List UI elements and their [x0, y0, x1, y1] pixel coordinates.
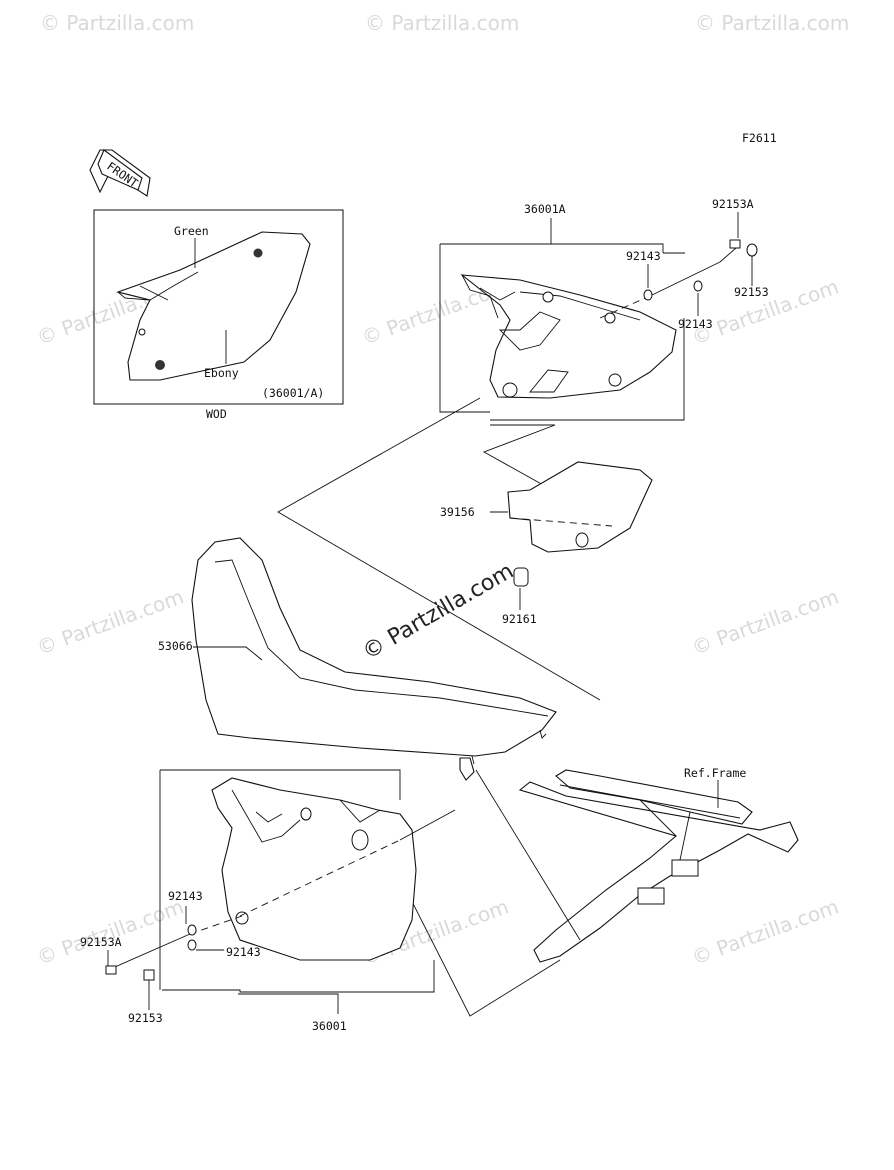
inset-color-bottom: Ebony — [204, 366, 239, 380]
inset-title: WOD — [206, 407, 227, 421]
figure-code: F2611 — [742, 131, 777, 145]
callout-39156: 39156 — [440, 505, 475, 519]
callout-53066: 53066 — [158, 639, 193, 653]
callout-92153-top: 92153 — [734, 285, 769, 299]
center-watermark: © Partzilla.com — [359, 559, 519, 666]
callout-92153-bot: 92153 — [128, 1011, 163, 1025]
callout-92161: 92161 — [502, 612, 537, 626]
callout-92143-bot-lower: 92143 — [226, 945, 261, 959]
assembly-36001: 92143 92143 92153A 92153 36001 — [80, 769, 456, 1033]
callout-36001A: 36001A — [524, 202, 566, 216]
callout-36001: 36001 — [312, 1019, 347, 1033]
watermark-text: © Partzilla.com — [40, 11, 194, 35]
callout-92143-top-right: 92143 — [678, 317, 713, 331]
part-39156: 39156 — [440, 461, 653, 553]
callout-92153A-top: 92153A — [712, 197, 754, 211]
part-92161: 92161 — [502, 567, 537, 626]
ref-frame: Ref.Frame — [518, 766, 799, 963]
part-53066-seat: 53066 — [158, 537, 557, 765]
watermark-text: © Partzilla.com — [34, 894, 187, 969]
callout-92143-bot-upper: 92143 — [168, 889, 203, 903]
watermark-text: © Partzilla.com — [365, 11, 519, 35]
inset-wod: Green Ebony (36001/A) WOD — [93, 209, 344, 421]
front-arrow-icon: FRONT — [89, 149, 151, 197]
inset-color-top: Green — [174, 224, 209, 238]
watermark-text: © Partzilla.com — [695, 11, 849, 35]
callout-92153A-bot: 92153A — [80, 935, 122, 949]
watermark-text: © Partzilla.com — [689, 584, 842, 659]
callout-ref-frame: Ref.Frame — [684, 766, 746, 780]
assembly-36001A: 36001A 92153A 92143 92153 92143 — [439, 197, 769, 421]
callout-92143-top-left: 92143 — [626, 249, 661, 263]
watermark-text: © Partzilla.com — [689, 894, 842, 969]
inset-ref-text: (36001/A) — [262, 386, 324, 400]
